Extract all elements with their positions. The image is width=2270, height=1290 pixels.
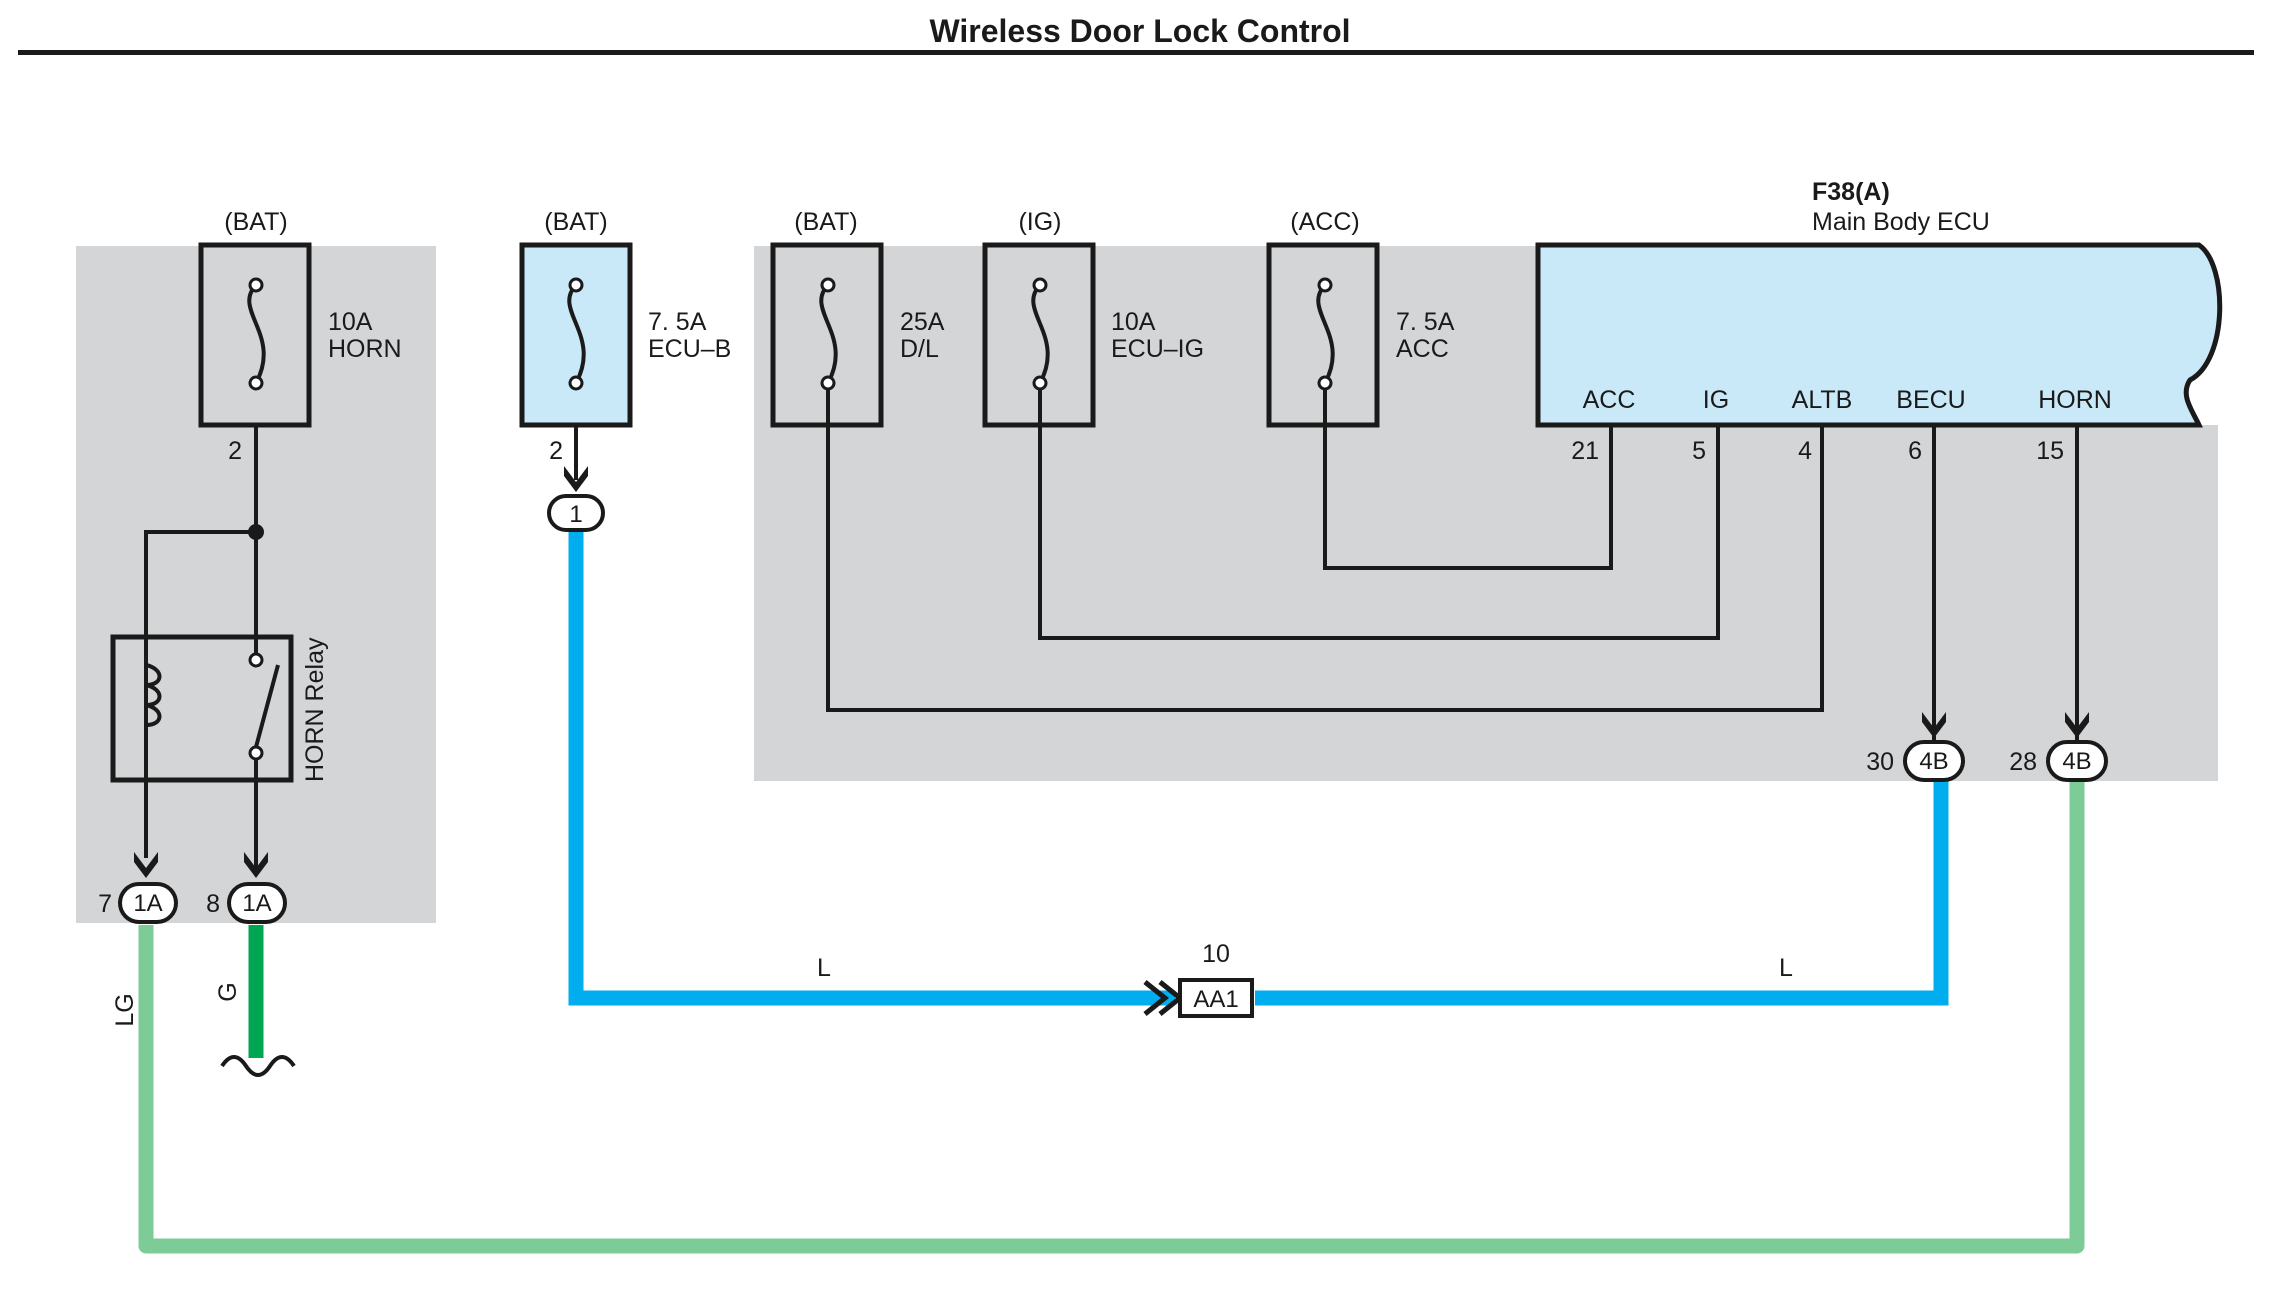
relay-name: HORN Relay [301,637,329,782]
connector-code: 1A [133,890,162,917]
connector-code: 4B [1919,748,1948,775]
fuse-source: (BAT) [224,208,287,236]
fuse-horn: (BAT) 10A HORN 2 [198,208,402,465]
fuse-source: (ACC) [1290,208,1359,236]
ecu-terminal-pin: 21 [1571,437,1599,465]
fuse-icon [247,283,266,384]
ecu-terminal-pin: 6 [1908,437,1922,465]
connector-code: 4B [2062,748,2091,775]
connector-1a-7: 1A 7 [98,852,178,924]
wire-dl-altb [826,380,1824,712]
fuse-name: ECU–IG [1111,335,1204,363]
fuse-ecu-ig: (IG) 10A ECU–IG [982,208,1204,428]
connector-pin: 8 [206,890,220,918]
connector-4b-28: 4B 28 [2009,712,2108,782]
connector-4b-30: 4B 30 [1866,712,1965,782]
fuse-name: HORN [328,335,402,363]
wire-cut-icon [220,1055,296,1077]
fuse-icon [567,283,586,384]
ecu-terminal-label: IG [1703,386,1729,414]
fuse-icon [1316,283,1335,384]
arrow-icon [134,852,158,878]
wire-color-label: LG [111,993,139,1026]
ecu-terminal-pin: 5 [1692,437,1706,465]
fuse-icon [1031,283,1050,384]
arrow-icon [2065,712,2089,738]
connector-1a-8: 1A 8 [206,852,287,924]
fuse-dl: (BAT) 25A D/L [770,208,945,428]
wire-relay-left-branch [144,530,256,858]
fuse-rating: 25A [900,308,945,336]
wire-blue-right [1255,778,1949,1006]
ecu-terminal-pin: 15 [2036,437,2064,465]
engine-area-right [1540,425,2218,781]
diagram-title: Wireless Door Lock Control [929,13,1350,49]
connector-pin: 30 [1866,748,1894,776]
fuse-source: (IG) [1018,208,1061,236]
connector-pin: 28 [2009,748,2037,776]
wire-color-label: L [1779,954,1793,982]
fuse-name: ACC [1396,335,1449,363]
fuse-acc: (ACC) 7. 5A ACC [1266,208,1455,428]
fuse-name: D/L [900,335,939,363]
title-rule [18,50,2254,55]
coil-icon [145,663,162,727]
arrow-icon [1922,712,1946,738]
fuse-icon [819,283,838,384]
wire-acc-acc [1323,380,1613,570]
connector-code: 1 [569,501,582,528]
junction-code: AA1 [1193,986,1238,1013]
junction-aa1: AA1 10 [1143,940,1254,1018]
wire-color-label: L [817,954,831,982]
ecu-name: Main Body ECU [1812,208,1990,236]
fuse-pin: 2 [549,437,563,465]
wire-blue-left [568,532,1175,1006]
fuse-source: (BAT) [794,208,857,236]
ecu-terminal-label: ACC [1583,386,1636,414]
engine-area-top [754,246,1544,781]
fuse-pin: 2 [228,437,242,465]
connector-ecub: 1 [547,466,605,532]
ecu-box [1535,242,2223,428]
fuse-name: ECU–B [648,335,731,363]
switch-icon [254,664,280,748]
fuse-rating: 7. 5A [648,308,707,336]
junction-pin: 10 [1202,940,1230,968]
wire-color-label: G [214,982,242,1001]
ecu-terminal-label: BECU [1896,386,1965,414]
connector-code: 1A [242,890,271,917]
horn-relay: HORN Relay [110,634,329,783]
fuse-ecu-b: (BAT) 7. 5A ECU–B 2 [519,208,731,465]
arrow-icon [564,466,588,492]
ecu-terminal-label: HORN [2038,386,2112,414]
main-body-ecu: F38(A) Main Body ECU ACC IG ALTB BECU HO… [1535,178,2223,465]
fuse-rating: 10A [1111,308,1156,336]
fuse-rating: 10A [328,308,373,336]
junction-dot [248,524,264,540]
wire-light-green [138,778,2085,1254]
ecu-terminal-pin: 4 [1798,437,1812,465]
ecu-code: F38(A) [1812,178,1890,206]
ecu-terminal-label: ALTB [1792,386,1853,414]
fuse-source: (BAT) [544,208,607,236]
arrow-icon [244,852,268,878]
fuse-rating: 7. 5A [1396,308,1455,336]
wire-ecuig-ig [1038,380,1720,640]
connector-pin: 7 [98,890,112,918]
